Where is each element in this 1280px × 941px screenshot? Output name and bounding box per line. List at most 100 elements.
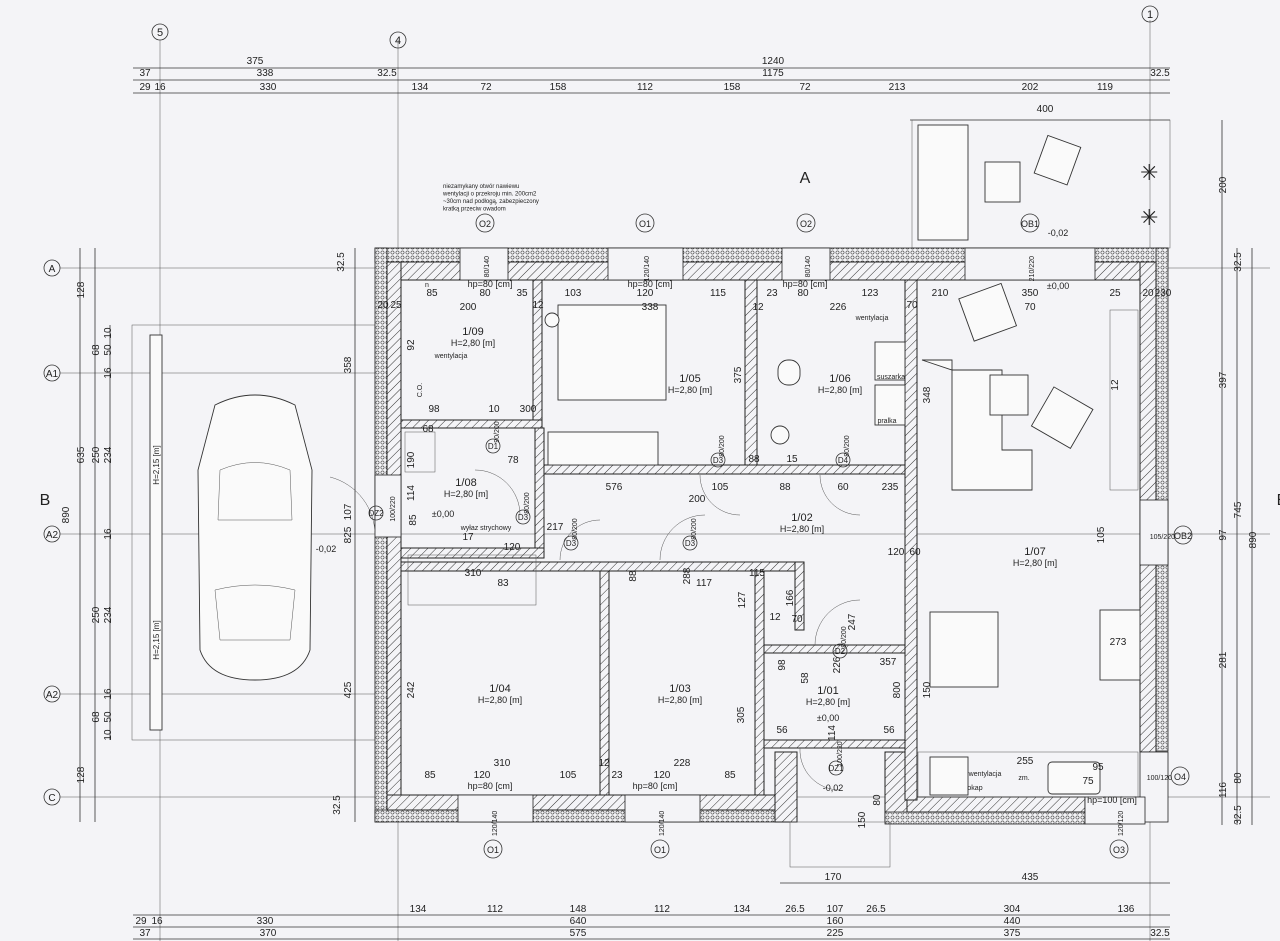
dimension-label: 575: [570, 928, 587, 939]
label-hood: okap: [967, 785, 982, 792]
dimension-label: 112: [487, 904, 503, 915]
dimension-label: 25: [390, 300, 402, 311]
room-height: H=2,80 [m]: [780, 524, 824, 534]
dimension-label: 107: [827, 904, 844, 915]
window-tag: O2: [800, 219, 812, 229]
dimension-label: 80: [797, 288, 809, 299]
window-tag: OB2: [1174, 531, 1192, 541]
dimension-label: 26.5: [866, 904, 886, 915]
dimension-label: 150: [922, 681, 933, 698]
ventilation-note: ~30cm nad podłogą, zabezpieczony: [443, 199, 539, 205]
dimension-label: 32.5: [377, 68, 397, 79]
sill-height: hp=80 [cm]: [633, 781, 678, 791]
tag-circle: [682, 535, 698, 551]
dimension-label: 338: [642, 302, 659, 313]
level-mark: -0,02: [316, 544, 337, 554]
dimension-label: 202: [1022, 82, 1039, 93]
dimension-label: 68: [91, 711, 102, 723]
dimension-label: 226: [832, 656, 843, 673]
room-height: H=2,80 [m]: [806, 697, 850, 707]
axis-label: A2: [46, 690, 59, 701]
dimension-label: 80: [1233, 772, 1244, 784]
axis-label: A: [49, 264, 56, 275]
dimension-label: 98: [428, 404, 440, 415]
window-tag: OB1: [1021, 219, 1039, 229]
dimension-label: 576: [606, 482, 623, 493]
dimension-label: 85: [724, 770, 736, 781]
tag-circle: [43, 364, 61, 382]
dimension-label: 116: [1218, 782, 1229, 798]
dimension-label: 375: [247, 56, 264, 67]
dimension-label: 330: [257, 916, 274, 927]
room-height: H=2,80 [m]: [451, 338, 495, 348]
dimension-label: 348: [922, 386, 933, 403]
dimension-label: 117: [696, 578, 712, 589]
window-tag: O2: [479, 219, 491, 229]
dimension-label: 16: [154, 82, 166, 93]
tag-circle: [828, 760, 844, 776]
tag-circle: [43, 525, 61, 543]
dimension-label: 105: [712, 482, 729, 493]
dimension-label: 10: [103, 729, 114, 741]
dimension-label: 120: [504, 542, 521, 553]
dimension-label: 12: [598, 758, 610, 769]
dimension-label: 16: [103, 528, 114, 540]
dimension-label: 148: [570, 904, 587, 915]
dimension-label: 400: [1037, 104, 1054, 115]
door-size: 80/200: [524, 492, 531, 514]
window-tag: O4: [1174, 772, 1186, 782]
dimension-label: 120: [474, 770, 491, 781]
room-height: H=2,80 [m]: [444, 489, 488, 499]
dimension-label: 217: [547, 522, 564, 533]
dimension-label: 200: [1218, 176, 1229, 193]
kitchen-counter: [917, 751, 1139, 798]
dimension-label: 120: [637, 288, 654, 299]
fireplace: [1099, 609, 1141, 681]
washing-machine: [874, 384, 906, 426]
door-size: 100/220: [390, 496, 397, 521]
dimension-label: 105: [560, 770, 577, 781]
tag-circle: [475, 213, 495, 233]
section-label: B: [1277, 492, 1280, 509]
car-icon: [197, 394, 313, 681]
door-size: 90/200: [494, 421, 501, 443]
room-number: 1/09: [462, 326, 483, 338]
door-tag: DZ1: [828, 764, 844, 773]
door-tag: D3: [713, 456, 724, 465]
dimension-label: 32.5: [1233, 805, 1244, 825]
dimension-label: 1240: [762, 56, 785, 67]
dimension-label: 35: [516, 288, 528, 299]
dimension-label: 166: [785, 589, 796, 606]
dimension-label: 375: [733, 366, 744, 383]
outer-walls: [374, 247, 1169, 825]
dimension-label: 29: [139, 82, 151, 93]
dimension-label: 56: [776, 725, 788, 736]
door-tag: D2: [835, 647, 846, 656]
sill-height: hp=80 [cm]: [628, 279, 673, 289]
window-size: 120/140: [659, 811, 666, 836]
tag-circle: [1173, 525, 1193, 545]
window-size: 120/120: [1118, 811, 1125, 836]
dimension-label: 150: [857, 811, 868, 828]
tag-circle: [43, 259, 61, 277]
tag-circle: [563, 535, 579, 551]
window-size: 80/140: [484, 256, 491, 278]
dimension-label: 115: [749, 568, 765, 579]
dimension-label: 112: [637, 82, 653, 93]
dimension-label: 60: [909, 547, 921, 558]
dimension-label: 72: [799, 82, 811, 93]
dimension-label: 88: [779, 482, 791, 493]
section-label: B: [40, 492, 51, 509]
dimension-label: 281: [1218, 651, 1229, 668]
axis-label: A1: [46, 369, 59, 380]
sill-height: hp=80 [cm]: [468, 279, 513, 289]
dimension-label: 123: [862, 288, 879, 299]
dimension-label: 98: [777, 659, 788, 671]
armchair: [958, 282, 1018, 342]
dimension-label: 235: [882, 482, 899, 493]
door-tag: D3: [518, 513, 529, 522]
window-size: 105/220: [1150, 534, 1175, 541]
room-number: 1/06: [829, 373, 850, 385]
room-number: 1/07: [1024, 546, 1045, 558]
room-number: 1/04: [489, 683, 510, 695]
